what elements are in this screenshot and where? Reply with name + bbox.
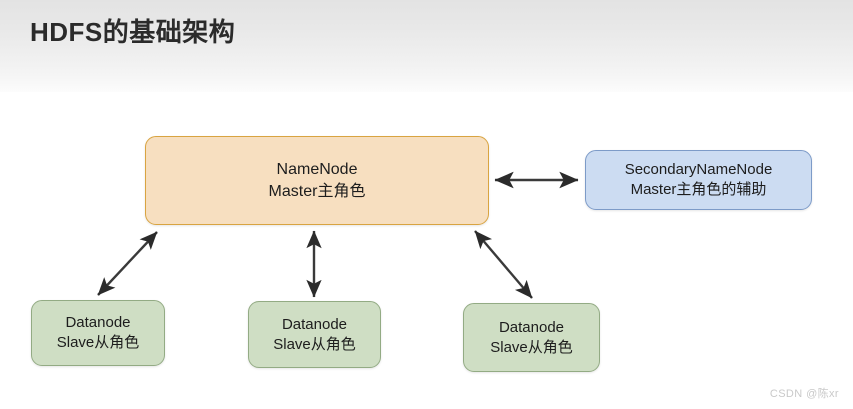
connector-arrow-layer [97, 171, 579, 299]
hdfs-architecture-diagram: NameNode Master主角色 SecondaryNameNode Mas… [0, 92, 853, 409]
node-datanode-2[interactable]: Datanode Slave从角色 [248, 301, 381, 368]
node-datanode-3-title: Datanode [498, 318, 565, 336]
csdn-watermark: CSDN @陈xr [769, 388, 839, 400]
node-datanode-1-subtitle: Slave从角色 [56, 334, 140, 351]
slide-header-band [0, 0, 853, 92]
node-datanode-2-title: Datanode [281, 315, 348, 333]
connector-namenode-datanode-1 [97, 231, 158, 296]
node-secondarynamenode-subtitle: Master主角色的辅助 [630, 181, 767, 198]
node-datanode-1-title: Datanode [65, 314, 131, 332]
page-title: HDFS的基础架构 [30, 17, 236, 47]
node-datanode-3-subtitle: Slave从角色 [490, 338, 573, 356]
node-secondarynamenode[interactable]: SecondaryNameNode Master主角色的辅助 [585, 150, 812, 210]
node-datanode-1[interactable]: Datanode Slave从角色 [31, 300, 165, 366]
node-namenode-title: NameNode [276, 161, 358, 179]
node-datanode-3[interactable]: Datanode Slave从角色 [463, 303, 600, 372]
node-secondarynamenode-title: SecondaryNameNode [624, 161, 773, 179]
connector-namenode-datanode-3 [474, 230, 533, 299]
node-namenode-subtitle: Master主角色 [268, 182, 366, 200]
node-namenode[interactable]: NameNode Master主角色 [145, 136, 489, 225]
node-datanode-2-subtitle: Slave从角色 [273, 335, 356, 353]
